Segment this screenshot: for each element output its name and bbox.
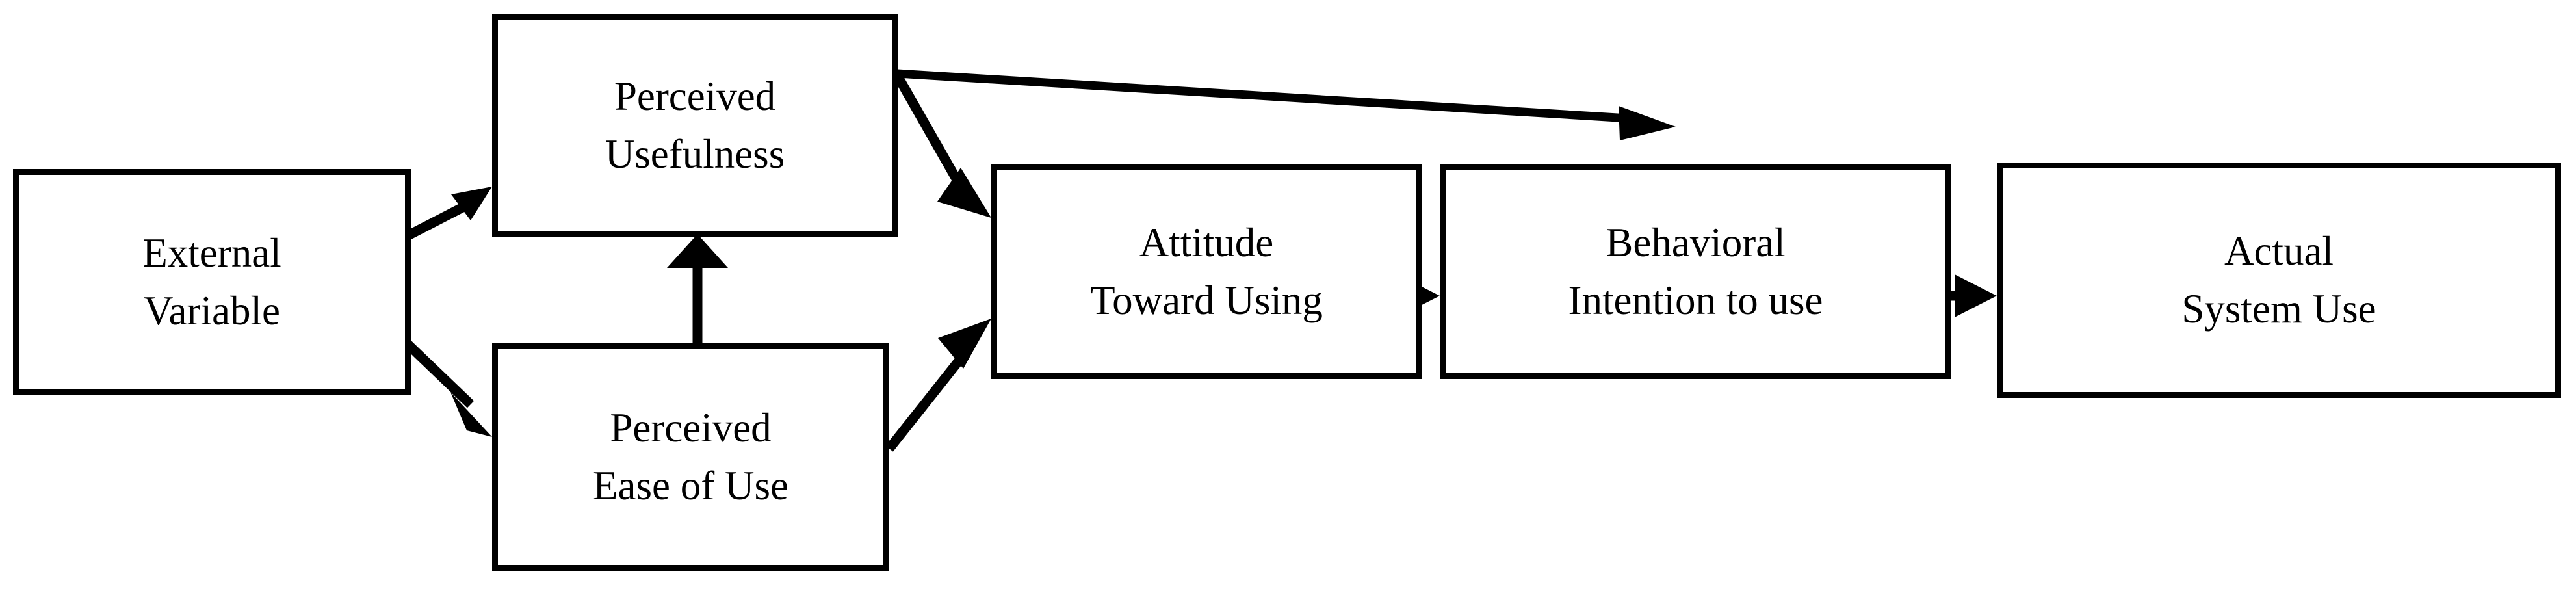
node-attitude-toward-using-line1: Attitude (1139, 219, 1274, 265)
node-behavioral-intention[interactable]: Behavioral Intention to use (1440, 164, 1951, 379)
node-actual-system-use-line2: System Use (2181, 286, 2376, 332)
node-external-variable-line2: Variable (144, 288, 280, 334)
node-perceived-ease-of-use[interactable]: Perceived Ease of Use (492, 343, 889, 571)
edge-perceived-ease-of-use-to-perceived-usefulness (667, 234, 728, 343)
node-perceived-usefulness[interactable]: Perceived Usefulness (492, 14, 898, 237)
node-attitude-toward-using-line2: Toward Using (1090, 278, 1323, 323)
node-perceived-ease-of-use-line2: Ease of Use (593, 463, 788, 508)
node-perceived-ease-of-use-line1: Perceived (610, 404, 772, 451)
node-perceived-usefulness-line2: Usefulness (605, 131, 785, 177)
edge-external-variable-to-perceived-usefulness (406, 187, 492, 240)
node-external-variable[interactable]: External Variable (13, 169, 411, 395)
node-actual-system-use[interactable]: Actual System Use (1997, 163, 2561, 398)
edge-behavioral-intention-to-actual-system-use (1951, 274, 1997, 317)
node-behavioral-intention-line2: Intention to use (1568, 278, 1823, 323)
edge-perceived-usefulness-to-behavioral-intention (897, 69, 1676, 140)
edge-perceived-usefulness-to-attitude-toward-using (893, 73, 991, 218)
node-attitude-toward-using[interactable]: Attitude Toward Using (991, 164, 1422, 379)
node-actual-system-use-line1: Actual (2224, 228, 2334, 274)
node-external-variable-line1: External (142, 230, 281, 276)
node-perceived-usefulness-line1: Perceived (614, 73, 776, 119)
edge-perceived-ease-of-use-to-attitude-toward-using (885, 319, 991, 452)
edge-external-variable-to-perceived-ease-of-use (404, 341, 492, 437)
node-behavioral-intention-line1: Behavioral (1606, 219, 1786, 265)
